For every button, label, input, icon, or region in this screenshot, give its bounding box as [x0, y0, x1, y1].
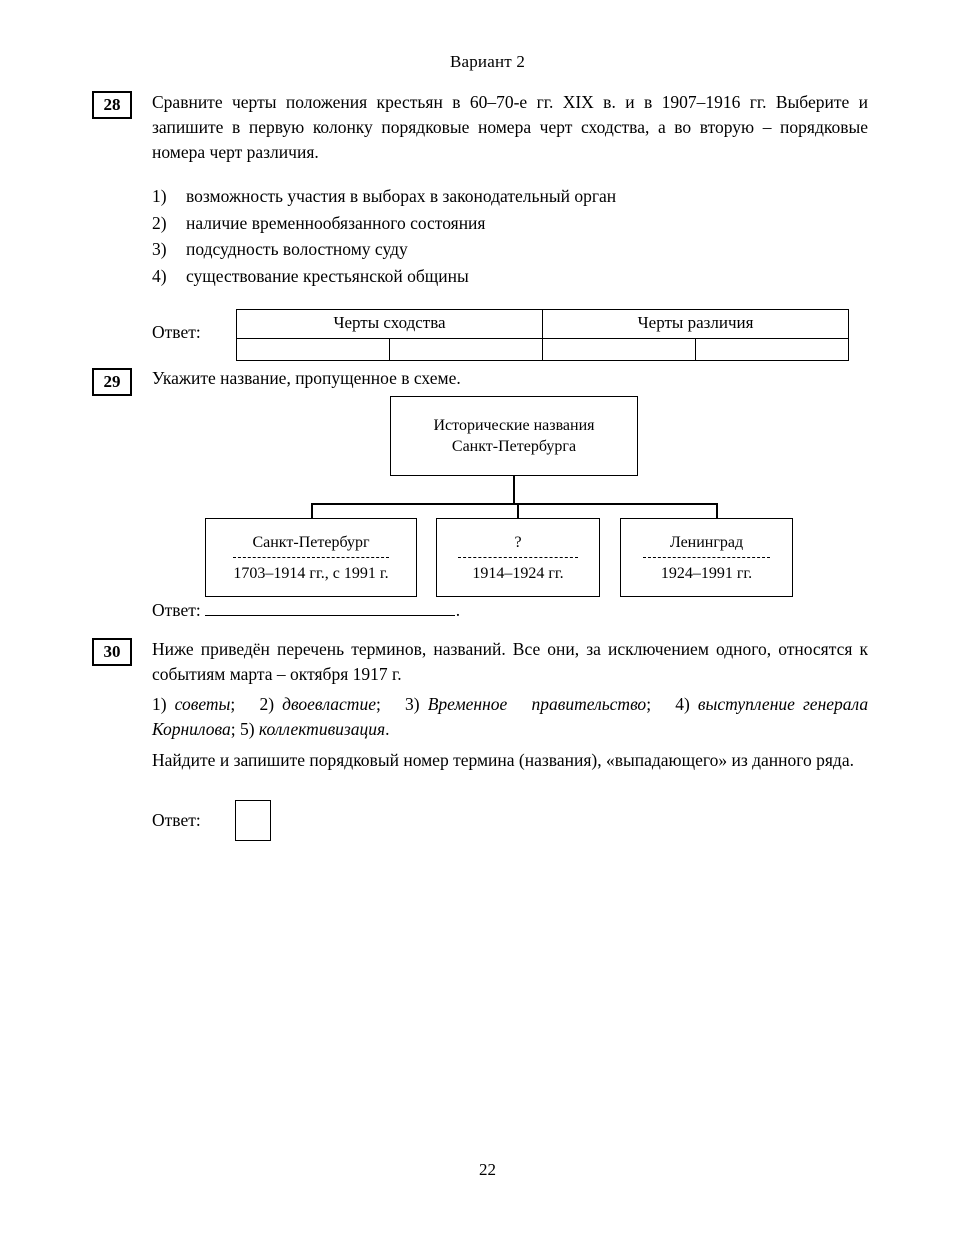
list-item-marker: 2)	[152, 212, 167, 233]
term-2-marker: 2)	[259, 694, 283, 714]
scheme-connector-drop-right	[716, 503, 718, 519]
page-title: Вариант 2	[449, 52, 526, 71]
term-4-label-part1: выступление	[697, 694, 795, 714]
list-item-label: возможность участия в выборах в законода…	[186, 186, 617, 206]
question-28-answer-label: Ответ:	[152, 322, 201, 342]
scheme-leaf-3-name: Ленинград	[669, 533, 744, 551]
scheme-connector-stem	[513, 476, 515, 504]
question-28-options: 1) возможность участия в выборах в закон…	[152, 183, 852, 289]
term-3-sep: ;	[646, 694, 652, 714]
question-number-29: 29	[92, 368, 132, 396]
list-item: 1) возможность участия в выборах в закон…	[152, 183, 852, 210]
term-3-label-part1: Временное	[427, 694, 508, 714]
answer-cell-4[interactable]	[695, 338, 850, 361]
term-2-sep: ;	[375, 694, 381, 714]
question-29-answer-row: Ответ:.	[152, 600, 460, 621]
scheme-connector-bar	[311, 503, 717, 505]
table-row	[236, 338, 850, 361]
scheme-connector-drop-middle	[517, 503, 519, 519]
term-1-sep: ;	[230, 694, 236, 714]
table-header-similarities: Черты сходства	[235, 309, 544, 339]
scheme-leaf-box-3: Ленинград 1924–1991 гг.	[620, 518, 793, 597]
scheme-leaf-box-2: ? 1914–1924 гг.	[436, 518, 600, 597]
list-item-marker: 3)	[152, 239, 167, 259]
answer-cell-3[interactable]	[542, 338, 697, 361]
term-5-label: коллективизация	[258, 719, 386, 739]
term-2-label: двоевластие	[282, 694, 376, 714]
scheme-leaf-1-name: Санкт-Петербург	[252, 533, 370, 551]
list-item-label: подсудность волостному суду	[186, 239, 408, 259]
answer-cell-2[interactable]	[388, 338, 544, 361]
question-number-28: 28	[92, 91, 132, 119]
scheme-root-line2: Санкт-Петербурга	[451, 438, 577, 455]
list-item: 2) наличие временнообязанного состояния	[152, 210, 852, 237]
list-item: 4) существование крестьянской общины	[152, 263, 852, 290]
list-item-label: существование крестьянской общины	[186, 265, 469, 286]
question-30-answer-box[interactable]	[235, 800, 271, 841]
table-header-differences: Черты различия	[542, 309, 850, 339]
question-number-30: 30	[92, 638, 132, 666]
scheme-leaf-2-period: 1914–1924 гг.	[472, 564, 564, 582]
term-1-marker: 1)	[152, 694, 175, 714]
question-29-answer-suffix: .	[455, 600, 461, 620]
list-item-label: наличие временнообязанного состояния	[186, 212, 486, 233]
question-29-answer-blank[interactable]	[204, 601, 455, 616]
question-30-instruction: Найдите и запишите порядковый номер терм…	[152, 750, 854, 770]
term-5-marker: ; 5)	[230, 719, 259, 739]
question-30-answer-label: Ответ:	[152, 810, 201, 830]
list-item-marker: 4)	[152, 265, 167, 286]
question-28-answer-table[interactable]: Черты сходства Черты различия	[235, 309, 850, 361]
term-3-label-part2: правительство	[531, 694, 647, 714]
scheme-root-line1: Исторические названия	[433, 417, 595, 434]
scheme-leaf-2-separator	[458, 556, 578, 558]
term-1-label: советы	[174, 694, 231, 714]
scheme-root-box: Исторические названия Санкт-Петербурга	[390, 396, 638, 476]
term-3-marker: 3)	[405, 694, 428, 714]
question-29-prompt: Укажите название, пропущенное в схеме.	[152, 368, 461, 388]
question-30-prompt: Ниже приведён перечень терминов, названи…	[152, 639, 868, 684]
page-number: 22	[479, 1160, 496, 1179]
scheme-leaf-3-separator	[643, 556, 770, 558]
scheme-leaf-1-separator	[233, 556, 389, 558]
term-4-marker: 4)	[675, 694, 698, 714]
scheme-leaf-1-period: 1703–1914 гг., с 1991 г.	[233, 564, 389, 582]
list-item-marker: 1)	[152, 186, 167, 206]
term-4-label-part2: генерала Корнилова	[152, 694, 869, 739]
answer-cell-1[interactable]	[236, 338, 390, 361]
scheme-leaf-box-1: Санкт-Петербург 1703–1914 гг., с 1991 г.	[205, 518, 417, 597]
question-28-prompt: Сравните черты положения крестьян в 60–7…	[152, 92, 868, 162]
scheme-leaf-3-period: 1924–1991 гг.	[660, 564, 753, 582]
question-29-answer-label: Ответ:	[152, 600, 201, 620]
scheme-leaf-2-name: ?	[514, 533, 522, 551]
list-item: 3) подсудность волостному суду	[152, 236, 852, 263]
table-header-row: Черты сходства Черты различия	[235, 309, 850, 339]
term-5-sep: .	[385, 719, 390, 739]
question-30-terms: 1) советы; 2) двоевластие; 3) Временное …	[152, 692, 868, 742]
scheme-connector-drop-left	[311, 503, 313, 519]
